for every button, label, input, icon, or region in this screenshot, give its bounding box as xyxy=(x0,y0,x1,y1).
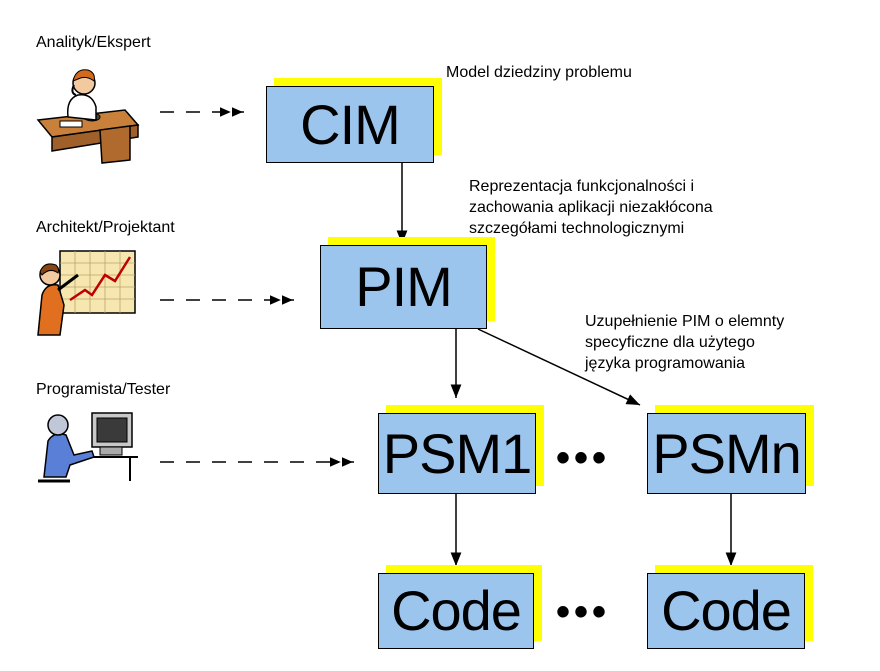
cim-note: Model dziedziny problemu xyxy=(446,64,632,81)
analyst-at-desk-icon xyxy=(36,69,140,164)
code2-box: Code xyxy=(647,565,813,649)
code-ellipsis: ••• xyxy=(556,590,611,634)
code2-label: Code xyxy=(647,573,805,649)
psmn-label: PSMn xyxy=(647,413,806,494)
pim-label: PIM xyxy=(320,245,487,329)
role-label-architect: Architekt/Projektant xyxy=(36,219,175,236)
psm-note: Uzupełnienie PIM o elemnty specyficzne d… xyxy=(585,313,785,372)
programmer-at-computer-icon xyxy=(38,412,138,483)
role-label-programmer: Programista/Tester xyxy=(36,381,171,398)
code1-box: Code xyxy=(378,565,542,649)
code1-label: Code xyxy=(378,573,534,649)
pim-box: PIM xyxy=(320,237,495,329)
psm1-label: PSM1 xyxy=(378,413,536,494)
pim-to-psmn-arrow xyxy=(477,328,641,406)
cim-box: CIM xyxy=(266,78,442,163)
cim-label: CIM xyxy=(266,86,434,163)
psmn-box: PSMn xyxy=(647,405,814,494)
psm1-box: PSM1 xyxy=(378,405,544,494)
psm-ellipsis: ••• xyxy=(556,436,611,480)
pim-note: Reprezentacja funkcjonalności i zachowan… xyxy=(469,178,713,237)
role-label-analyst: Analityk/Ekspert xyxy=(36,34,151,51)
architect-with-chart-icon xyxy=(37,250,136,336)
